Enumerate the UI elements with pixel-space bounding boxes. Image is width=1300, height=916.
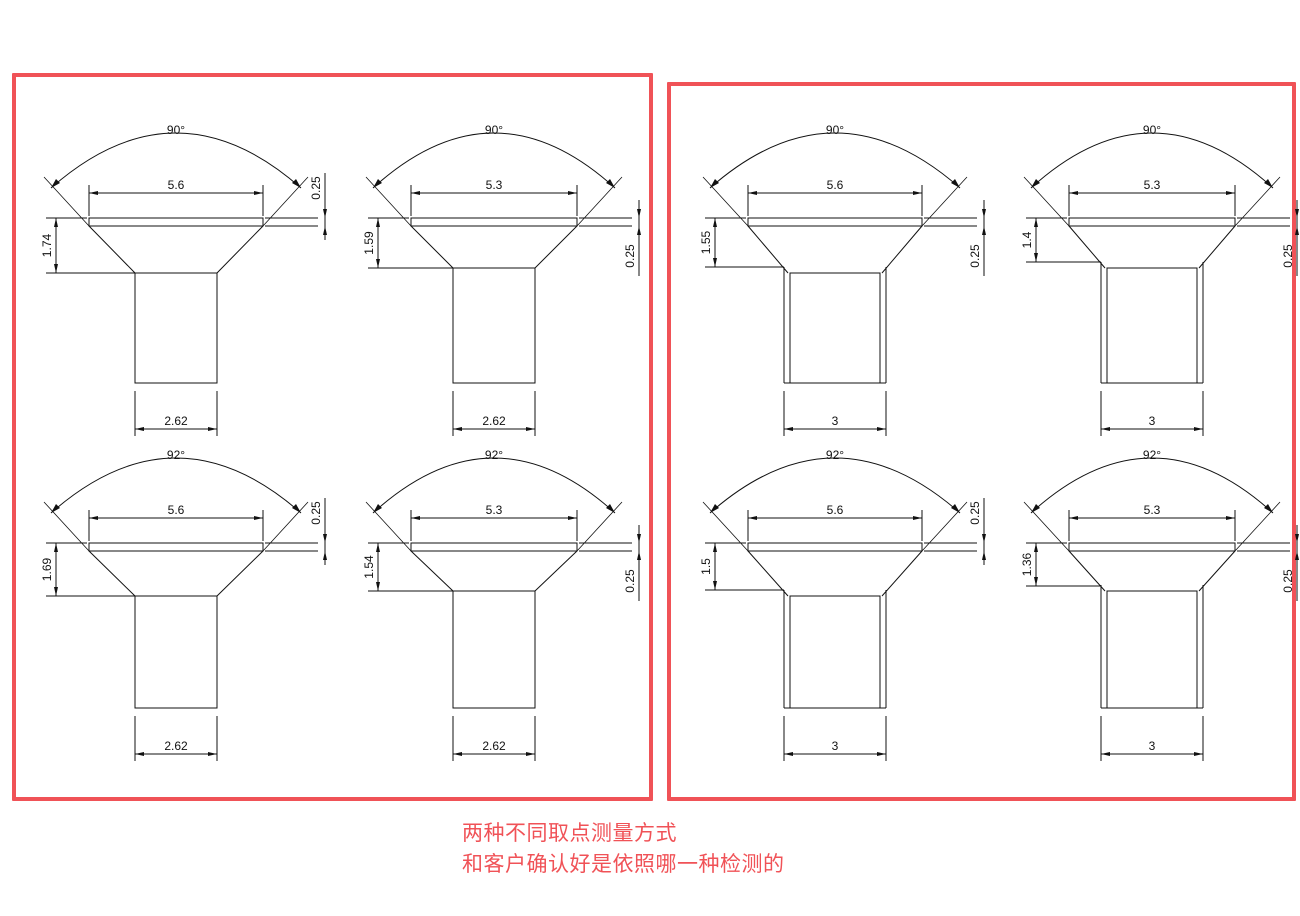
head-angle-dimension: 92° xyxy=(167,448,185,462)
head-width-dimension: 5.3 xyxy=(486,178,503,192)
shank-width-dimension: 2.62 xyxy=(482,739,506,753)
thickness-dimension: 0.25 xyxy=(309,176,323,200)
head-width-dimension: 5.3 xyxy=(1144,503,1161,517)
shank-width-dimension: 2.62 xyxy=(482,414,506,428)
head-height-dimension: 1.69 xyxy=(40,557,54,581)
head-angle-dimension: 92° xyxy=(1143,448,1161,462)
countersunk-rivet-drawing-right-top-right: 3 5.3 90° 1.4 0.25 xyxy=(1020,123,1299,436)
thickness-dimension: 0.25 xyxy=(968,244,982,268)
head-width-dimension: 5.6 xyxy=(168,178,185,192)
thickness-dimension: 0.25 xyxy=(623,569,637,593)
head-angle-dimension: 90° xyxy=(167,123,185,137)
countersunk-rivet-drawing-left-top-left: 2.62 5.6 90° 1.74 0.25 xyxy=(40,123,327,436)
right-group-frame xyxy=(667,82,1296,801)
countersunk-rivet-drawing-right-top-left: 3 5.6 90° 1.55 0.25 xyxy=(699,123,986,436)
countersunk-rivet-drawing-left-top-right: 2.62 5.3 90° 1.59 0.25 xyxy=(362,123,641,436)
countersunk-rivet-drawing-left-bottom-right: 2.62 5.3 92° 1.54 0.25 xyxy=(362,448,641,761)
shank-width-dimension: 3 xyxy=(1149,414,1156,428)
thickness-dimension: 0.25 xyxy=(968,501,982,525)
countersunk-rivet-drawing-left-bottom-left: 2.62 5.6 92° 1.69 0.25 xyxy=(40,448,327,761)
head-height-dimension: 1.55 xyxy=(699,230,713,254)
countersunk-rivet-drawing-right-bottom-right: 3 5.3 92° 1.36 0.25 xyxy=(1020,448,1299,761)
head-width-dimension: 5.3 xyxy=(486,503,503,517)
head-width-dimension: 5.3 xyxy=(1144,178,1161,192)
countersunk-rivet-drawing-right-bottom-left: 3 5.6 92° 1.5 0.25 xyxy=(699,448,986,761)
head-width-dimension: 5.6 xyxy=(827,503,844,517)
head-height-dimension: 1.5 xyxy=(699,558,713,575)
note-line-1: 两种不同取点测量方式 xyxy=(462,821,677,845)
shank-width-dimension: 3 xyxy=(1149,739,1156,753)
thickness-dimension: 0.25 xyxy=(1281,244,1295,268)
head-height-dimension: 1.74 xyxy=(40,233,54,257)
shank-width-dimension: 3 xyxy=(832,414,839,428)
note-line-2: 和客户确认好是依照哪一种检测的 xyxy=(462,852,785,876)
head-height-dimension: 1.54 xyxy=(362,555,376,579)
head-angle-dimension: 90° xyxy=(485,123,503,137)
head-height-dimension: 1.36 xyxy=(1020,552,1034,576)
head-height-dimension: 1.59 xyxy=(362,231,376,255)
head-angle-dimension: 92° xyxy=(485,448,503,462)
head-height-dimension: 1.4 xyxy=(1020,231,1034,248)
shank-width-dimension: 2.62 xyxy=(164,739,188,753)
thickness-dimension: 0.25 xyxy=(1281,569,1295,593)
shank-width-dimension: 3 xyxy=(832,739,839,753)
thickness-dimension: 0.25 xyxy=(309,501,323,525)
head-width-dimension: 5.6 xyxy=(168,503,185,517)
head-angle-dimension: 90° xyxy=(826,123,844,137)
thickness-dimension: 0.25 xyxy=(623,244,637,268)
head-angle-dimension: 90° xyxy=(1143,123,1161,137)
head-angle-dimension: 92° xyxy=(826,448,844,462)
shank-width-dimension: 2.62 xyxy=(164,414,188,428)
left-group-frame xyxy=(12,73,653,801)
annotation-note: 两种不同取点测量方式 和客户确认好是依照哪一种检测的 xyxy=(462,818,785,880)
head-width-dimension: 5.6 xyxy=(827,178,844,192)
